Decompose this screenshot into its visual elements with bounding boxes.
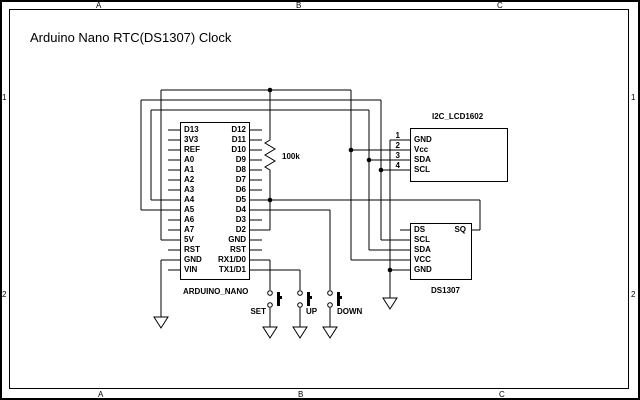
up-button-label: UP (306, 307, 318, 316)
arduino-right-pin-d5: D5 (235, 195, 246, 204)
arduino-right-pin-d8: D8 (235, 165, 246, 174)
down-button-symbol[interactable] (327, 290, 342, 308)
arduino-right-pin-d10: D10 (231, 145, 246, 154)
arduino-left-pin-a5: A5 (184, 205, 195, 214)
arduino-left-pin-vin: VIN (184, 265, 198, 274)
ruler-col-b-top: B (296, 1, 302, 10)
arduino-right-pin-d6: D6 (235, 185, 246, 194)
lcd-pin-vcc: Vcc (414, 145, 429, 154)
rtc-ref-label: DS1307 (431, 286, 460, 295)
sheet-inner-border (9, 9, 629, 389)
rtc-pin-sda: SDA (414, 245, 431, 254)
arduino-right-pin-d3: D3 (235, 215, 246, 224)
rtc-pin-vcc: VCC (414, 255, 431, 264)
arduino-right-pin-d9: D9 (235, 155, 246, 164)
lcd-pin-scl: SCL (414, 165, 430, 174)
arduino-left-pin-3v3: 3V3 (184, 135, 199, 144)
lcd-pin-gnd: GND (414, 135, 432, 144)
ruler-col-c-bottom: C (499, 390, 505, 399)
rtc-body[interactable] (410, 223, 472, 280)
arduino-right-pin-rx1-d0: RX1/D0 (217, 255, 246, 264)
ruler-col-a-bottom: A (98, 390, 104, 399)
arduino-ref-label: ARDUINO_NANO (183, 287, 249, 296)
set-button-label: SET (250, 307, 266, 316)
rtc-pin-sq: SQ (454, 225, 466, 234)
arduino-right-pin-d2: D2 (235, 225, 246, 234)
lcd-ref-label: I2C_LCD1602 (432, 112, 484, 121)
arduino-left-pin-ref: REF (184, 145, 200, 154)
resistor-symbol[interactable] (264, 90, 276, 200)
lcd-pin-number-1: 1 (395, 131, 400, 140)
arduino-left-pin-a2: A2 (184, 175, 195, 184)
lcd-body[interactable] (410, 128, 508, 182)
set-button-symbol[interactable] (267, 290, 282, 308)
schematic-title: Arduino Nano RTC(DS1307) Clock (30, 30, 232, 45)
junction-dots (267, 87, 393, 273)
arduino-right-pin-d11: D11 (231, 135, 246, 144)
up-button-symbol[interactable] (297, 290, 312, 308)
arduino-left-pin-a6: A6 (184, 215, 195, 224)
ruler-row-1-left: 1 (2, 93, 7, 102)
arduino-right-pin-d12: D12 (231, 125, 246, 134)
ruler-row-2-left: 2 (2, 290, 7, 299)
ruler-col-c-top: C (497, 1, 503, 10)
ground-symbols (153, 297, 398, 339)
resistor-value-label: 100k (282, 152, 300, 161)
arduino-right-pin-d7: D7 (235, 175, 246, 184)
arduino-nano-body[interactable] (180, 122, 250, 280)
arduino-right-pin-d4: D4 (235, 205, 246, 214)
rtc-pin-ds: DS (414, 225, 426, 234)
rtc-pin-gnd: GND (414, 265, 432, 274)
arduino-left-pin-d13: D13 (184, 125, 199, 134)
ruler-row-2-right: 2 (631, 290, 636, 299)
arduino-left-pin-a7: A7 (184, 225, 195, 234)
ruler-col-a-top: A (96, 1, 102, 10)
arduino-left-pin-a4: A4 (184, 195, 195, 204)
arduino-left-pin-a1: A1 (184, 165, 195, 174)
rtc-pin-scl: SCL (414, 235, 430, 244)
lcd-pin-number-3: 3 (395, 151, 400, 160)
arduino-right-pin-tx1-d1: TX1/D1 (218, 265, 246, 274)
arduino-right-pin-rst: RST (230, 245, 246, 254)
lcd-pin-sda: SDA (414, 155, 431, 164)
arduino-left-pin-rst: RST (184, 245, 200, 254)
lcd-pin-number-4: 4 (395, 161, 400, 170)
arduino-right-pin-gnd: GND (228, 235, 246, 244)
wires (140, 89, 481, 327)
down-button-label: DOWN (337, 307, 363, 316)
ruler-row-1-right: 1 (631, 93, 636, 102)
arduino-left-pin-gnd: GND (184, 255, 202, 264)
arduino-left-pin-a3: A3 (184, 185, 195, 194)
arduino-left-pin-a0: A0 (184, 155, 195, 164)
arduino-left-pin-5v: 5V (184, 235, 194, 244)
ruler-col-b-bottom: B (298, 390, 304, 399)
lcd-pin-number-2: 2 (395, 141, 400, 150)
